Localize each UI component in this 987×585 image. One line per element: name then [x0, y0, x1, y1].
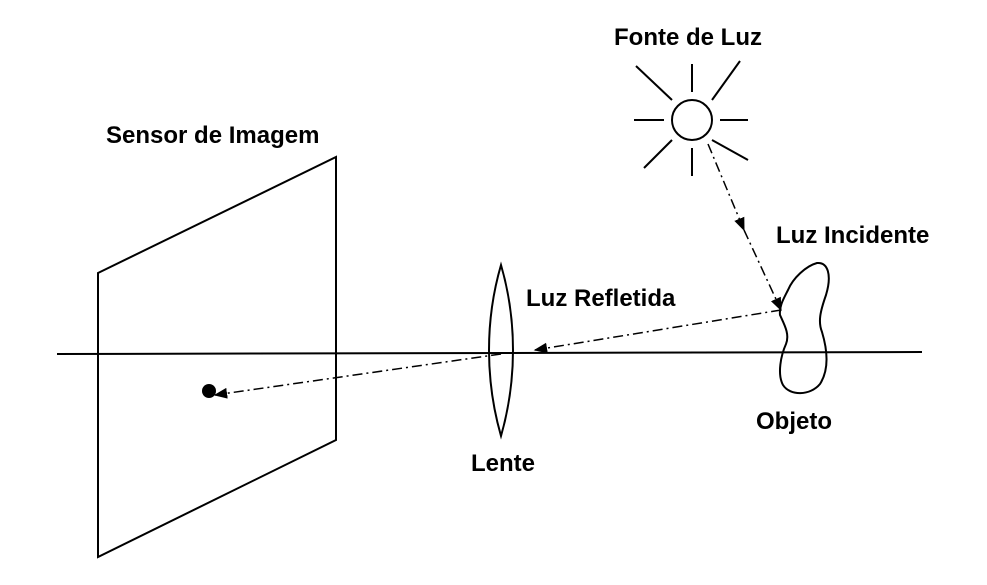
image-sensor-plane [97, 155, 337, 559]
sun-rays [634, 60, 749, 176]
image-sensor-label: Sensor de Imagem [106, 122, 319, 149]
incident-light-label: Luz Incidente [776, 222, 929, 249]
light-source-sun [634, 60, 749, 176]
light-source-label: Fonte de Luz [614, 24, 762, 51]
lens [488, 261, 514, 440]
reflected-light-ray [533, 309, 782, 354]
reflected-light-label: Luz Refletida [526, 285, 676, 312]
object-label: Objeto [756, 408, 832, 435]
image-point [202, 384, 216, 398]
object-shape [778, 261, 830, 395]
sun-disc [671, 99, 713, 141]
lens-label: Lente [471, 450, 535, 477]
incident-light-ray-1 [707, 143, 745, 232]
refracted-light-ray [213, 353, 502, 399]
incident-light-ray-2 [743, 229, 782, 312]
